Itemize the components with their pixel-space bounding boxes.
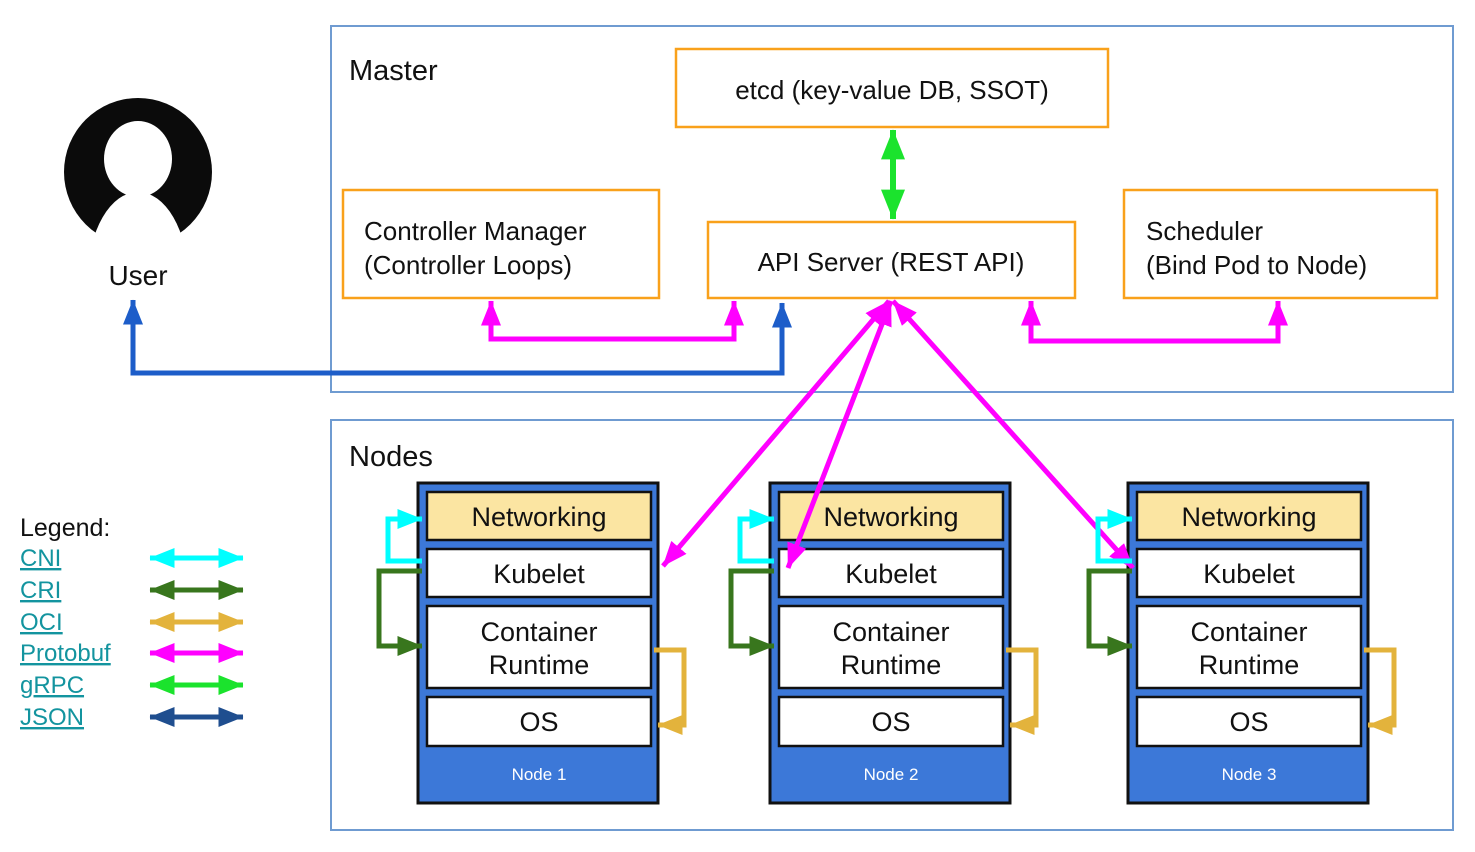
node-3-kubelet-box bbox=[1135, 547, 1363, 599]
node-1-name: Node 1 bbox=[512, 765, 567, 784]
node-1-container-runtime-label-line1: Container bbox=[480, 617, 597, 647]
node-3-networking-label: Networking bbox=[1181, 502, 1316, 532]
node-2-os-label: OS bbox=[871, 707, 910, 737]
user-label: User bbox=[108, 260, 167, 291]
node-1-networking-box bbox=[425, 490, 653, 542]
node-1-kubelet-label: Kubelet bbox=[493, 559, 585, 589]
node-3-networking-box bbox=[1135, 490, 1363, 542]
node-1-kubelet-box bbox=[425, 547, 653, 599]
legend-title: Legend: bbox=[20, 514, 110, 542]
protobuf-arrow-api-scheduler bbox=[1021, 300, 1288, 344]
api-server-box bbox=[706, 220, 1077, 300]
cri-arrow-node2 bbox=[728, 568, 775, 656]
scheduler-label-line1: Scheduler bbox=[1146, 216, 1263, 246]
node-2-networking-label: Networking bbox=[823, 502, 958, 532]
cri-arrow-node1 bbox=[376, 568, 423, 656]
etcd-label: etcd (key-value DB, SSOT) bbox=[735, 75, 1049, 105]
oci-arrow-node3 bbox=[1364, 647, 1397, 735]
cri-arrow-node3 bbox=[1086, 568, 1133, 656]
cni-arrow-node3 bbox=[1095, 509, 1133, 564]
controller-manager-label-line2: (Controller Loops) bbox=[364, 250, 572, 280]
node-3-group: Networking Kubelet Container Runtime OS … bbox=[1126, 481, 1370, 805]
node-3-container-runtime-label-line2: Runtime bbox=[1199, 650, 1300, 680]
scheduler-box bbox=[1122, 188, 1439, 300]
node-2-kubelet-label: Kubelet bbox=[845, 559, 937, 589]
nodes-label: Nodes bbox=[349, 441, 433, 473]
node-3-kubelet-label: Kubelet bbox=[1203, 559, 1295, 589]
protobuf-arrow-cm-api bbox=[481, 300, 744, 342]
node-2-container-runtime-label-line1: Container bbox=[832, 617, 949, 647]
node-2-os-box bbox=[777, 695, 1005, 748]
cni-arrow-node2 bbox=[737, 509, 775, 564]
node-3-container-runtime-box bbox=[1135, 604, 1363, 690]
oci-arrow-node2 bbox=[1006, 647, 1039, 735]
legend: Legend: CNI CRI OCI Protobuf gRPC JSON bbox=[20, 514, 244, 731]
oci-arrow-node1 bbox=[654, 647, 687, 735]
api-server-label: API Server (REST API) bbox=[758, 247, 1025, 277]
legend-link-grpc[interactable]: gRPC bbox=[20, 672, 84, 699]
legend-link-cni[interactable]: CNI bbox=[20, 545, 61, 572]
legend-link-oci[interactable]: OCI bbox=[20, 609, 63, 636]
cni-arrow-node1 bbox=[385, 509, 423, 564]
node-3-os-box bbox=[1135, 695, 1363, 748]
legend-link-protobuf[interactable]: Protobuf bbox=[20, 640, 111, 667]
protobuf-arrow-api-node3-kubelet bbox=[891, 299, 1135, 570]
node-3-os-label: OS bbox=[1229, 707, 1268, 737]
node-1-os-box bbox=[425, 695, 653, 748]
node-2-container-runtime-label-line2: Runtime bbox=[841, 650, 942, 680]
node-2-container-runtime-box bbox=[777, 604, 1005, 690]
legend-link-json[interactable]: JSON bbox=[20, 704, 84, 731]
scheduler-label-line2: (Bind Pod to Node) bbox=[1146, 250, 1367, 280]
node-2-group: Networking Kubelet Container Runtime OS … bbox=[768, 481, 1012, 805]
node-3-container-runtime-label-line1: Container bbox=[1190, 617, 1307, 647]
protobuf-arrow-api-node2-kubelet bbox=[785, 300, 894, 569]
legend-link-cri[interactable]: CRI bbox=[20, 577, 61, 604]
master-box bbox=[330, 25, 1454, 393]
controller-manager-box bbox=[341, 188, 661, 300]
user-icon bbox=[64, 98, 212, 364]
node-1-os-label: OS bbox=[519, 707, 558, 737]
node-2-name: Node 2 bbox=[864, 765, 919, 784]
controller-manager-label-line1: Controller Manager bbox=[364, 216, 587, 246]
node-1-networking-label: Networking bbox=[471, 502, 606, 532]
nodes-box bbox=[330, 419, 1454, 831]
node-3-name: Node 3 bbox=[1222, 765, 1277, 784]
etcd-box bbox=[674, 47, 1110, 129]
node-1-container-runtime-label-line2: Runtime bbox=[489, 650, 590, 680]
master-label: Master bbox=[349, 55, 438, 87]
node-1-container-runtime-box bbox=[425, 604, 653, 690]
node-1-group: Networking Kubelet Container Runtime OS … bbox=[416, 481, 660, 805]
